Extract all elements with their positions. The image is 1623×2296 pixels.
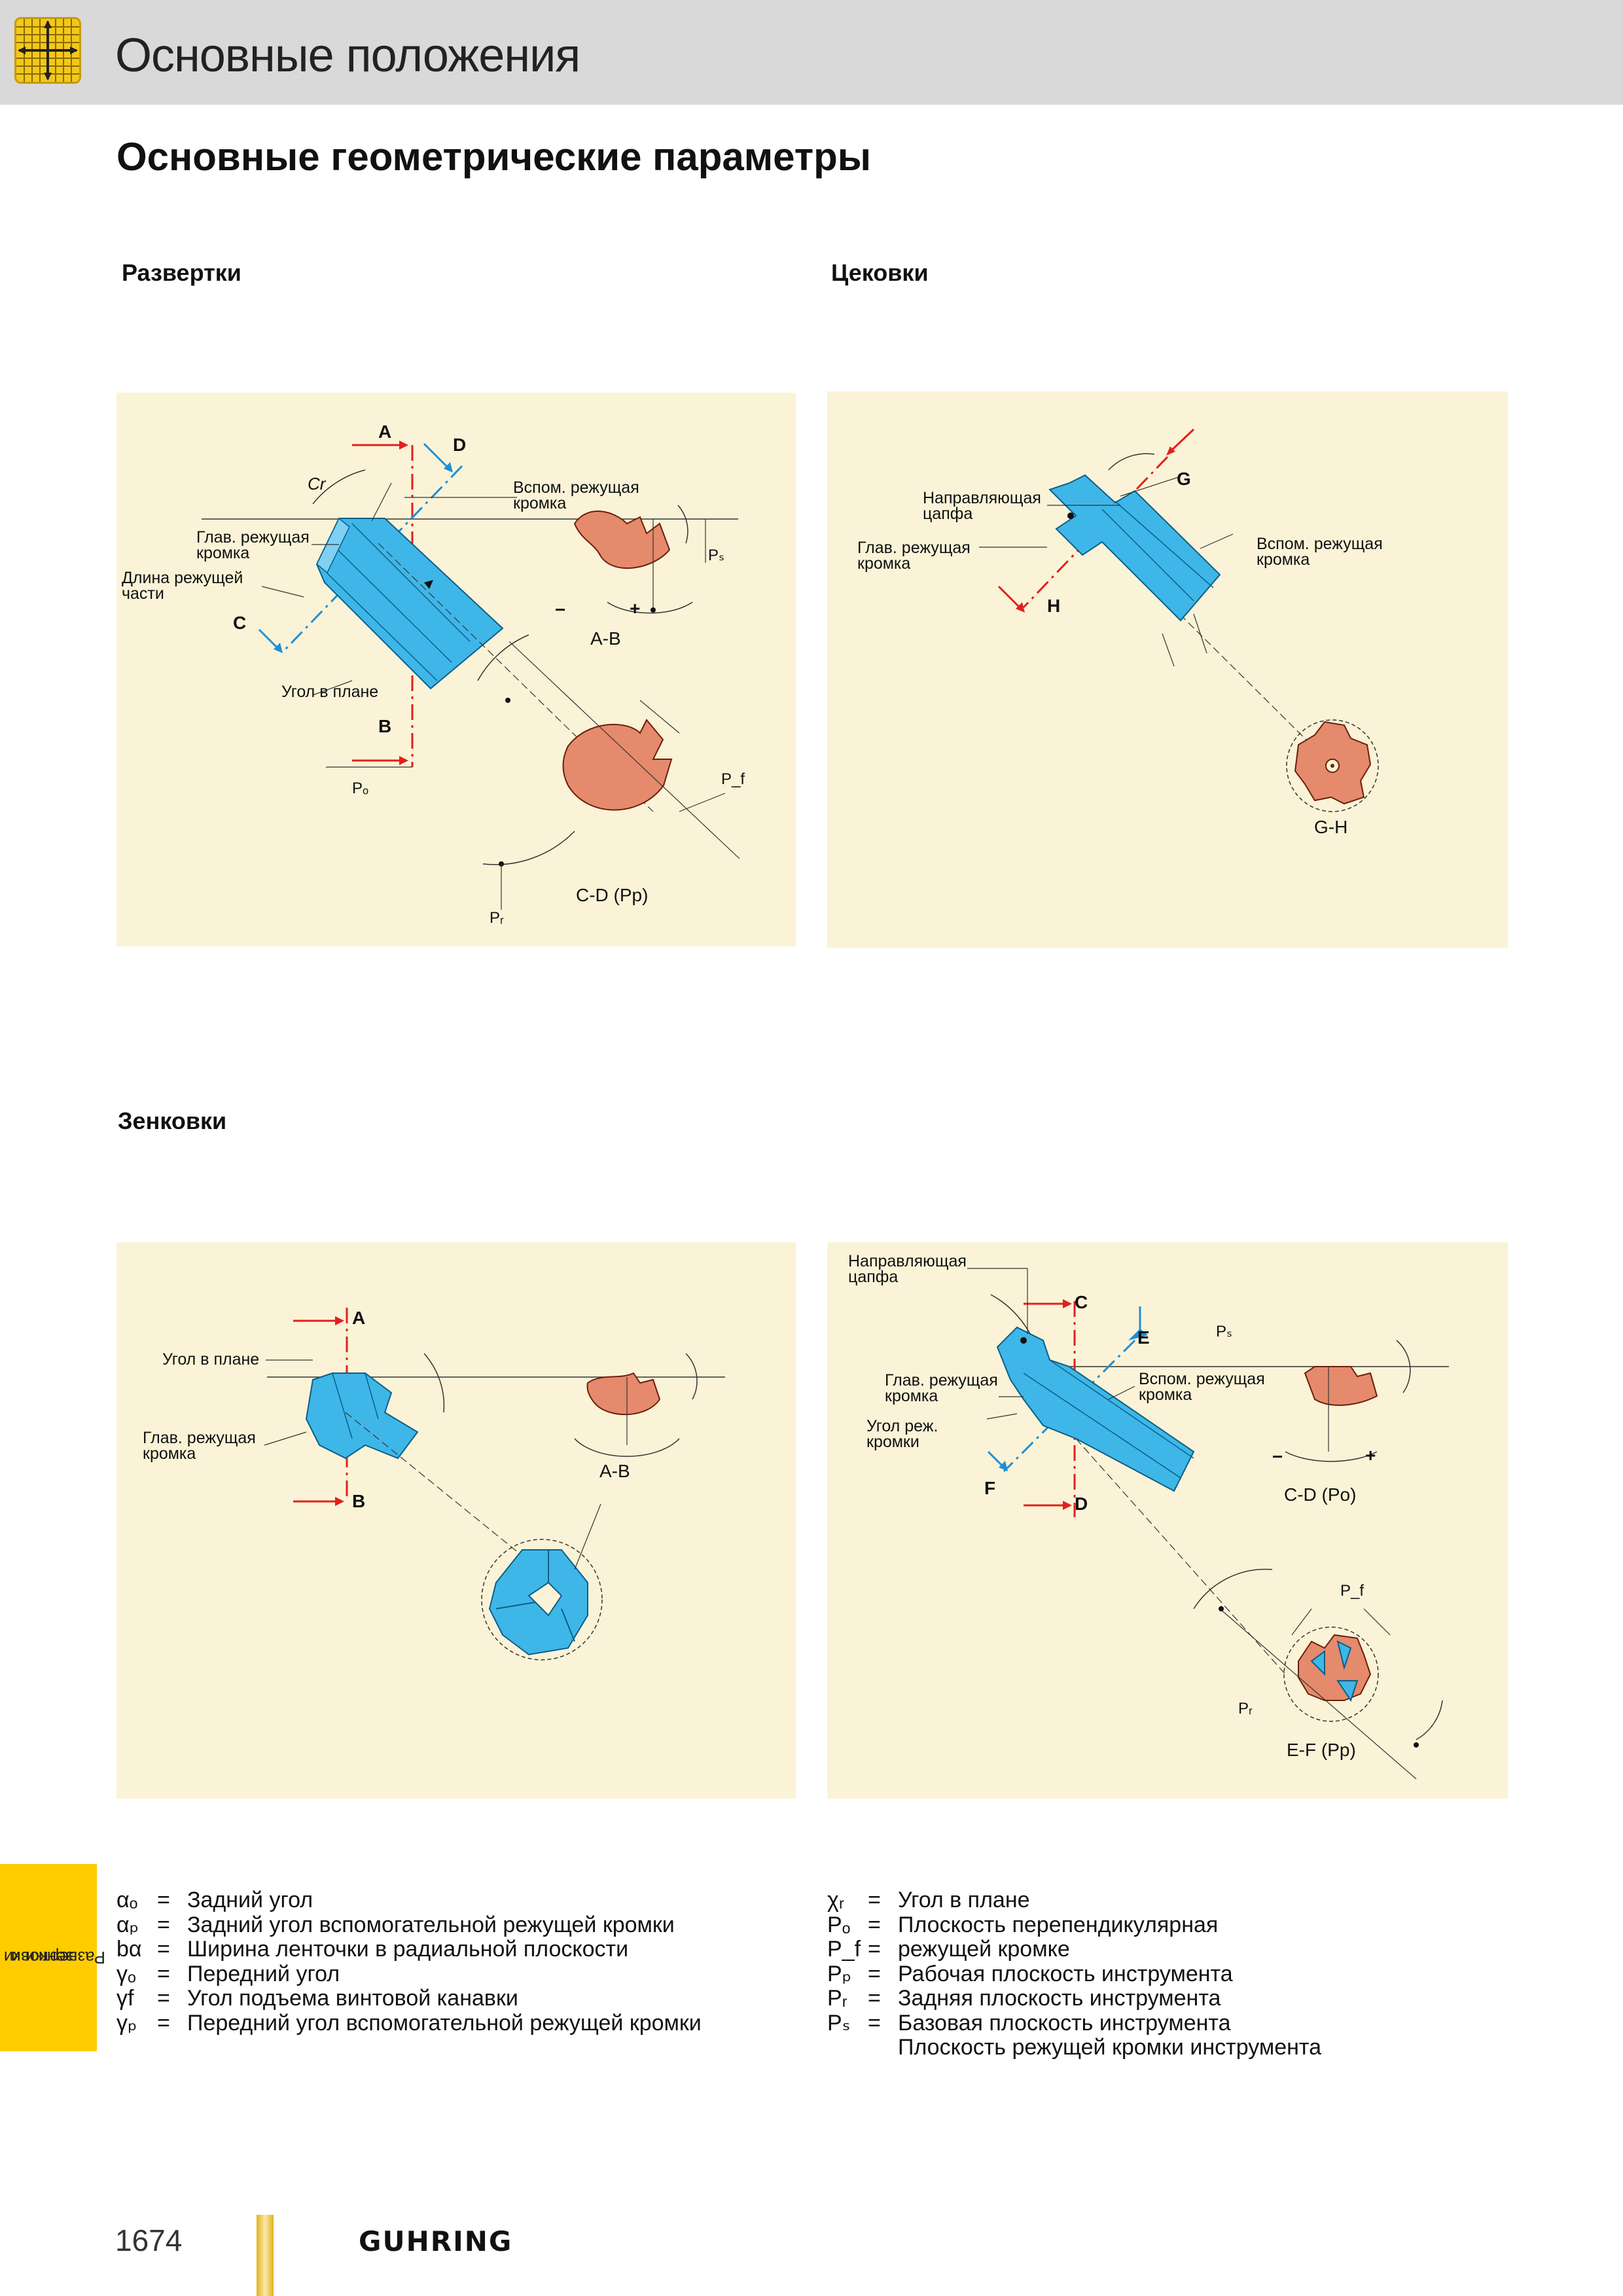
brand-logo: GUHRING	[359, 2225, 513, 2257]
label-section-gh: G-H	[1314, 817, 1348, 837]
label-pr: Pᵣ	[1238, 1700, 1253, 1717]
label-a: A	[352, 1308, 366, 1328]
label-ps: Pₛ	[1216, 1323, 1232, 1340]
label-pilot-2: цапфа	[848, 1268, 899, 1286]
label-section-cd: C-D (Pp)	[576, 885, 649, 905]
label-c: C	[1075, 1292, 1088, 1312]
counterbore-diagram	[979, 428, 1379, 812]
label-ps: Pₛ	[708, 547, 724, 564]
label-pilot-1: Направляющая	[923, 489, 1041, 507]
label-cut-angle-2: кромки	[866, 1433, 919, 1451]
section-heading-countersinks: Зенковки	[118, 1107, 227, 1134]
label-aux-edge-1: Вспом. режущая	[1139, 1370, 1265, 1388]
legend-row: Pᵣ=Задняя плоскость инструмента	[827, 1986, 1221, 2011]
header-title: Основные положения	[115, 29, 580, 82]
label-minus: −	[1272, 1446, 1283, 1467]
label-b: B	[352, 1491, 366, 1511]
countersink-left-diagram-panel: A B Угол в плане Глав. режущая кромка A-…	[116, 1242, 796, 1799]
label-a: A	[378, 422, 392, 442]
side-tab-line2: зенковки	[3, 1948, 74, 1967]
header-band	[0, 0, 1623, 105]
legend-row: bα=Ширина ленточки в радиальной плоскост…	[116, 1937, 629, 1962]
label-plus: +	[630, 598, 641, 619]
label-main-edge-2: кромка	[143, 1444, 196, 1463]
label-plus: +	[1365, 1445, 1376, 1465]
label-pf: P_f	[1340, 1582, 1364, 1600]
label-c: C	[233, 613, 247, 633]
reamer-diagram: Cr	[202, 440, 740, 910]
label-main-edge-2: кромка	[196, 544, 250, 562]
legend-row: γf=Угол подъема винтовой канавки	[116, 1986, 518, 2011]
label-main-edge-1: Глав. режущая	[196, 528, 310, 547]
label-b: B	[378, 716, 392, 736]
legend-row: γₚ=Передний угол вспомогательной режущей…	[116, 2010, 702, 2036]
section-heading-counterbores: Цековки	[831, 259, 929, 286]
countersink-left-diagram	[264, 1308, 725, 1660]
legend-row: P_f=режущей кромке	[827, 1937, 1070, 1962]
label-pilot-1: Направляющая	[848, 1252, 967, 1270]
label-minus: −	[555, 600, 566, 620]
label-cut-length-1: Длина режущей	[122, 569, 243, 587]
page-title: Основные геометрические параметры	[116, 135, 872, 179]
label-aux-edge-1: Вспом. режущая	[513, 478, 639, 497]
legend-row: αₒ=Задний угол	[116, 1888, 313, 1912]
countersink-right-diagram	[967, 1268, 1449, 1780]
legend-row: Pₚ=Рабочая плоскость инструмента	[827, 1961, 1233, 1986]
label-g: G	[1177, 469, 1191, 489]
legend-right: χᵣ=Угол в плане Pₒ=Плоскость перепендику…	[827, 1888, 1321, 2060]
side-section-tab: Развертки и зенковки	[0, 1864, 105, 2051]
reamer-diagram-panel: Cr A D C B Вспом. режущая кромка Глав. р…	[116, 393, 796, 946]
legend-row: Pₒ=Плоскость перепендикулярная	[827, 1912, 1219, 1937]
label-pf: P_f	[721, 770, 745, 788]
label-main-edge-1: Глав. режущая	[143, 1429, 256, 1447]
label-po: Pₒ	[352, 780, 369, 797]
label-section-ab: A-B	[599, 1461, 630, 1481]
countersink-right-diagram-panel: C D E F Направляющая цапфа Глав. режущая…	[827, 1242, 1508, 1799]
label-plan-angle: Угол в плане	[281, 683, 379, 701]
label-cut-length-2: части	[122, 584, 164, 603]
label-main-edge-1: Глав. режущая	[885, 1371, 998, 1390]
page-number: 1674	[115, 2223, 183, 2257]
legend-row: Плоскость режущей кромки инструмента	[898, 2035, 1321, 2060]
label-section-cd: C-D (Po)	[1284, 1484, 1357, 1505]
label-main-edge-2: кромка	[885, 1387, 938, 1405]
legend-row: Pₛ=Базовая плоскость инструмента	[827, 2010, 1231, 2036]
label-main-edge-1: Глав. режущая	[857, 539, 971, 557]
label-aux-edge-2: кромка	[1257, 550, 1310, 569]
svg-text:Cr: Cr	[308, 474, 327, 493]
label-e: E	[1137, 1327, 1150, 1348]
legend-row: χᵣ=Угол в плане	[827, 1888, 1030, 1912]
section-heading-reamers: Развертки	[122, 259, 241, 286]
label-d: D	[1075, 1494, 1088, 1514]
label-main-edge-2: кромка	[857, 554, 911, 573]
legend-left: αₒ=Задний угол αₚ=Задний угол вспомогате…	[116, 1888, 702, 2036]
label-aux-edge-2: кромка	[513, 494, 567, 512]
legend-row: αₚ=Задний угол вспомогательной режущей к…	[116, 1912, 675, 1937]
grid-logo-icon	[14, 17, 81, 84]
label-plan-angle: Угол в плане	[162, 1350, 260, 1369]
label-aux-edge-1: Вспом. режущая	[1257, 535, 1383, 553]
footer-accent-bar	[257, 2215, 274, 2296]
label-section-ef: E-F (Pp)	[1287, 1740, 1356, 1760]
label-h: H	[1047, 596, 1061, 616]
label-section-ab: A-B	[590, 628, 621, 649]
counterbore-diagram-panel: G H Направляющая цапфа Глав. режущая кро…	[827, 391, 1508, 948]
label-cut-angle-1: Угол реж.	[866, 1417, 938, 1435]
label-d: D	[453, 435, 467, 455]
label-pr: Pᵣ	[490, 909, 504, 927]
label-pilot-2: цапфа	[923, 505, 973, 523]
legend-row: γₒ=Передний угол	[116, 1961, 340, 1986]
label-f: F	[984, 1478, 996, 1498]
label-aux-edge-2: кромка	[1139, 1386, 1192, 1404]
